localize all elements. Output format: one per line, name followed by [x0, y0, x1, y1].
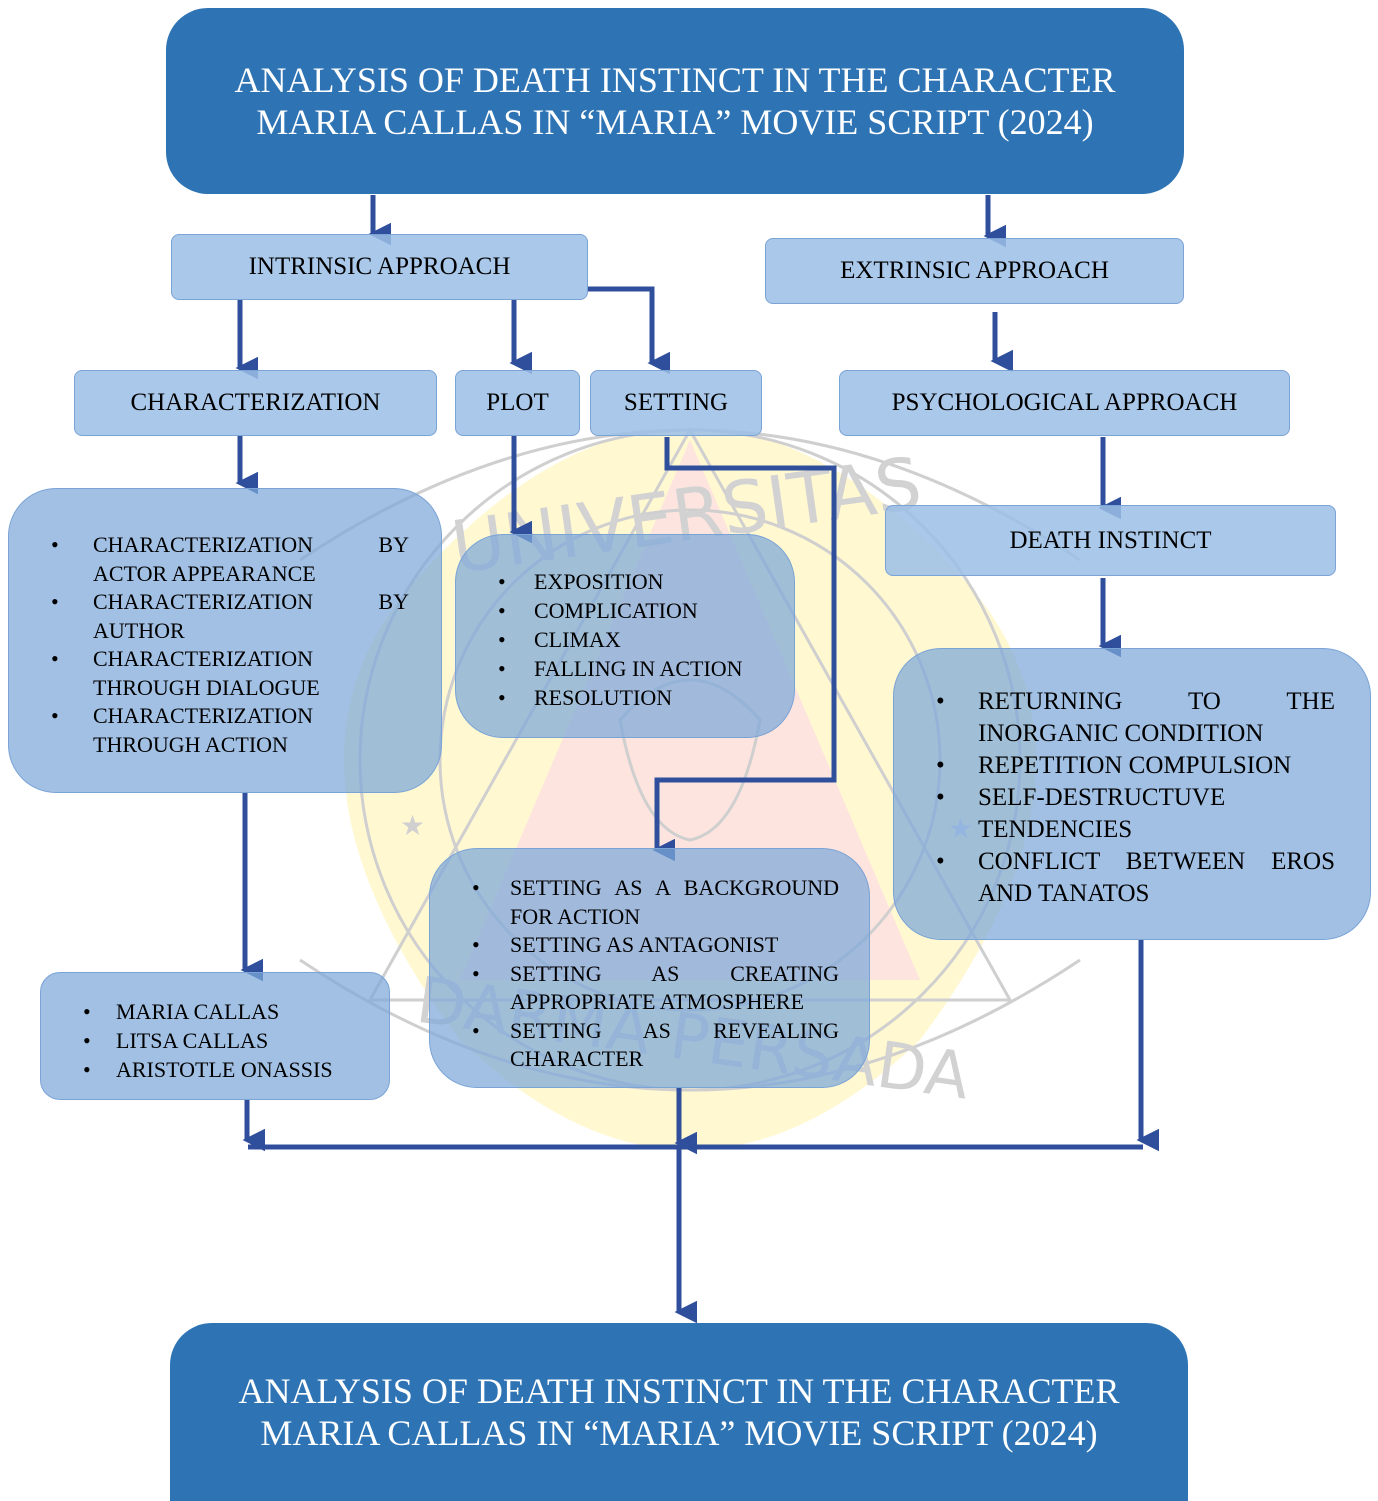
intrinsic-approach-label: INTRINSIC APPROACH — [248, 253, 511, 280]
list-item: REPETITION COMPULSION — [894, 750, 1335, 782]
setting-label: SETTING — [623, 389, 729, 416]
setting-list-box: SETTING AS A BACKGROUND FOR ACTION SETTI… — [429, 848, 870, 1088]
characterization-box: CHARACTERIZATION — [74, 370, 437, 436]
bottom-title-line-2: MARIA CALLAS IN “MARIA” MOVIE SCRIPT (20… — [260, 1413, 1098, 1453]
plot-box: PLOT — [455, 370, 580, 436]
svg-text:★: ★ — [400, 811, 425, 842]
psychological-approach-box: PSYCHOLOGICAL APPROACH — [839, 370, 1290, 436]
death-instinct-box: DEATH INSTINCT — [885, 505, 1336, 576]
top-title-line-1: ANALYSIS OF DEATH INSTINCT IN THE CHARAC… — [234, 60, 1116, 100]
list-item: SETTING AS REVEALING CHARACTER — [430, 1017, 839, 1074]
plot-list-box: EXPOSITION COMPLICATION CLIMAX FALLING I… — [455, 534, 795, 738]
list-item: CHARACTERIZATION BY ACTOR APPEARANCE — [9, 531, 409, 588]
list-item: ARISTOTLE ONASSIS — [41, 1055, 389, 1084]
list-item: CHARACTERIZATION THROUGH DIALOGUE — [9, 645, 409, 702]
characterization-label: CHARACTERIZATION — [130, 389, 381, 416]
characters-list-box: MARIA CALLAS LITSA CALLAS ARISTOTLE ONAS… — [40, 972, 390, 1100]
list-item: RETURNING TO THE INORGANIC CONDITION — [894, 686, 1335, 750]
list-item: FALLING IN ACTION — [456, 654, 784, 683]
list-item: CHARACTERIZATION THROUGH ACTION — [9, 702, 409, 759]
arrow-intrinsic-setting — [588, 286, 670, 375]
list-item: SETTING AS ANTAGONIST — [430, 931, 839, 960]
list-item: RESOLUTION — [456, 683, 784, 712]
top-title-box: ANALYSIS OF DEATH INSTINCT IN THE CHARAC… — [166, 8, 1184, 194]
extrinsic-approach-box: EXTRINSIC APPROACH — [765, 238, 1184, 304]
intrinsic-approach-box: INTRINSIC APPROACH — [171, 234, 588, 300]
list-item: SETTING AS CREATING APPROPRIATE ATMOSPHE… — [430, 960, 839, 1017]
list-item: CHARACTERIZATION BY AUTHOR — [9, 588, 409, 645]
death-instinct-list-box: RETURNING TO THE INORGANIC CONDITION REP… — [893, 648, 1371, 940]
bottom-title-box: ANALYSIS OF DEATH INSTINCT IN THE CHARAC… — [170, 1323, 1188, 1501]
list-item: EXPOSITION — [456, 567, 784, 596]
list-item: COMPLICATION — [456, 596, 784, 625]
characterization-list-box: CHARACTERIZATION BY ACTOR APPEARANCE CHA… — [8, 488, 442, 793]
top-title-line-2: MARIA CALLAS IN “MARIA” MOVIE SCRIPT (20… — [256, 102, 1094, 142]
list-item: SELF-DESTRUCTUVE TENDENCIES — [894, 782, 1335, 846]
list-item: SETTING AS A BACKGROUND FOR ACTION — [430, 874, 839, 931]
extrinsic-approach-label: EXTRINSIC APPROACH — [840, 257, 1109, 284]
bottom-title-line-1: ANALYSIS OF DEATH INSTINCT IN THE CHARAC… — [238, 1371, 1120, 1411]
list-item: CLIMAX — [456, 625, 784, 654]
list-item: LITSA CALLAS — [41, 1026, 389, 1055]
list-item: CONFLICT BETWEEN EROS AND TANATOS — [894, 846, 1335, 910]
plot-label: PLOT — [486, 389, 549, 416]
death-instinct-label: DEATH INSTINCT — [1009, 526, 1212, 554]
psychological-approach-label: PSYCHOLOGICAL APPROACH — [891, 389, 1238, 416]
list-item: MARIA CALLAS — [41, 997, 389, 1026]
setting-box: SETTING — [590, 370, 762, 436]
